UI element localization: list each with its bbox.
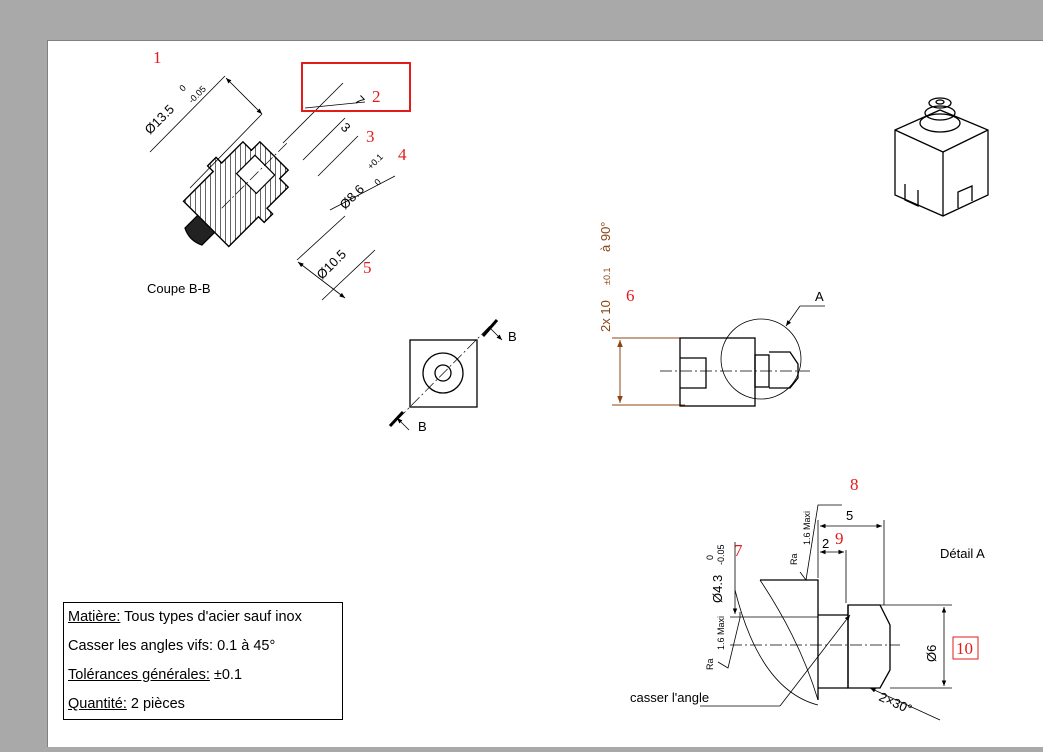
section-marker-top: B	[508, 329, 517, 344]
callout-7: 7	[734, 541, 743, 560]
dim-bore-diameter: Ø8.6	[337, 182, 368, 213]
dim-diameter-4-3: Ø4.3	[710, 575, 725, 603]
section-head	[184, 214, 216, 246]
roughness-symbol-top: 1.6 Maxi Ra	[789, 504, 842, 581]
svg-text:0: 0	[177, 83, 188, 94]
dim-length-5: 5	[846, 508, 853, 523]
svg-text:Ra: Ra	[789, 553, 799, 565]
dim-chamfer: 2×30°	[877, 689, 915, 717]
svg-text:1.6 Maxi: 1.6 Maxi	[802, 511, 812, 545]
svg-text:-0.05: -0.05	[186, 84, 208, 106]
callout-10-box	[952, 636, 979, 660]
detail-title: Détail A	[940, 546, 985, 561]
callouts: 1 2 3 4 5 6 7 8 9 10	[153, 48, 979, 660]
callout-8: 8	[850, 475, 859, 494]
callout-3: 3	[366, 127, 375, 146]
svg-text:0: 0	[705, 555, 715, 560]
dim-diameter-10-5: Ø10.5	[314, 246, 350, 282]
svg-text:+0.1: +0.1	[365, 152, 385, 172]
callout-1: 1	[153, 48, 162, 67]
section-marker-bottom: B	[418, 419, 427, 434]
side-view: 2x 10 ±0.1 à 90° A	[598, 221, 825, 407]
callout-6: 6	[626, 286, 635, 305]
svg-text:±0.1: ±0.1	[602, 268, 612, 285]
top-view: B B	[388, 319, 517, 434]
svg-text:0: 0	[372, 177, 383, 188]
dim-outer-diameter: Ø13.5	[142, 101, 178, 137]
material-row: Matière: Tous types d'acier sauf inox	[68, 609, 302, 625]
section-view-b-b: Ø13.5 0 -0.05 7 3 Ø8.6 +0.1 0 Ø10.5 Coup…	[142, 75, 396, 301]
callout-2: 2	[372, 87, 381, 106]
callout-4: 4	[398, 145, 407, 164]
svg-text:à 90°: à 90°	[598, 221, 613, 252]
svg-text:Ra: Ra	[705, 658, 715, 670]
dim-length-2: 2	[822, 536, 829, 551]
callout-10: 10	[956, 639, 973, 658]
quantity-row: Quantité: 2 pièces	[68, 696, 185, 712]
svg-text:-0.05: -0.05	[716, 544, 726, 565]
detail-a-view: casser l'angle 5 2 Ø4.3 0 -0.05 Ø6 2×30°…	[630, 504, 985, 721]
dim-length-7: 7	[352, 93, 368, 109]
break-edge-note: casser l'angle	[630, 690, 709, 705]
edges-row: Casser les angles vifs: 0.1 à 45°	[68, 638, 276, 654]
callout-9: 9	[835, 529, 844, 548]
dim-slot-main: 2x 10	[598, 300, 613, 332]
section-title: Coupe B-B	[147, 281, 211, 296]
detail-marker: A	[815, 289, 824, 304]
dim-length-3: 3	[338, 120, 354, 136]
roughness-symbol-left: 1.6 Maxi Ra	[705, 612, 741, 670]
callout-5: 5	[363, 258, 372, 277]
highlight-box	[301, 62, 411, 112]
notes-box: Matière: Tous types d'acier sauf inox Ca…	[63, 602, 343, 720]
svg-text:1.6 Maxi: 1.6 Maxi	[716, 616, 726, 650]
tolerance-row: Tolérances générales: ±0.1	[68, 667, 243, 683]
dim-diameter-6: Ø6	[924, 645, 939, 662]
isometric-view	[894, 97, 989, 217]
